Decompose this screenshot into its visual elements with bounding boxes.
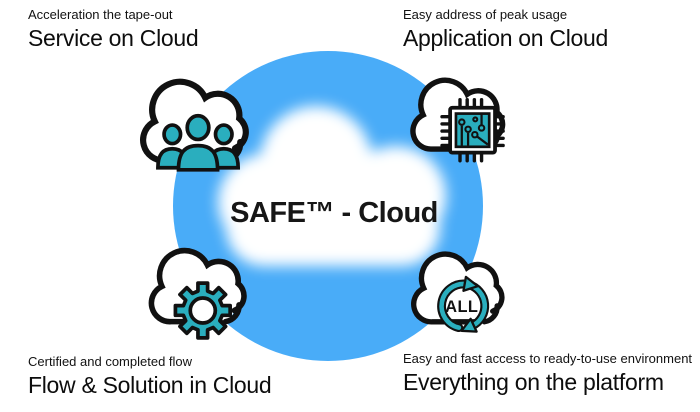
everything-label-block: Easy and fast access to ready-to-use env… [403, 351, 692, 395]
all-label: ALL [445, 298, 478, 316]
service-subtitle: Acceleration the tape-out [28, 7, 173, 22]
gear-cloud-icon [148, 247, 247, 340]
application-subtitle: Easy address of peak usage [403, 7, 568, 22]
application-label-block: Easy address of peak usage Application o… [403, 7, 608, 51]
users-cloud-icon [140, 78, 249, 172]
flow-subtitle: Certified and completed flow [28, 354, 193, 369]
application-title: Application on Cloud [403, 25, 608, 51]
refresh-all-cloud-icon: ALL [411, 251, 505, 333]
everything-title: Everything on the platform [403, 369, 664, 395]
chip-cloud-icon [410, 77, 506, 163]
center-cloud-shape [218, 106, 450, 274]
cloud-blob [226, 190, 440, 266]
gear-glyph [173, 281, 232, 340]
service-title: Service on Cloud [28, 25, 199, 51]
chip-glyph [440, 97, 505, 163]
center-title: SAFE™ - Cloud [230, 197, 438, 229]
flow-label-block: Certified and completed flow Flow & Solu… [28, 354, 272, 398]
flow-title: Flow & Solution in Cloud [28, 372, 272, 398]
service-label-block: Acceleration the tape-out Service on Clo… [28, 7, 199, 51]
refresh-arrows-glyph [437, 275, 490, 333]
everything-subtitle: Easy and fast access to ready-to-use env… [403, 351, 693, 366]
users-glyph [156, 113, 241, 172]
